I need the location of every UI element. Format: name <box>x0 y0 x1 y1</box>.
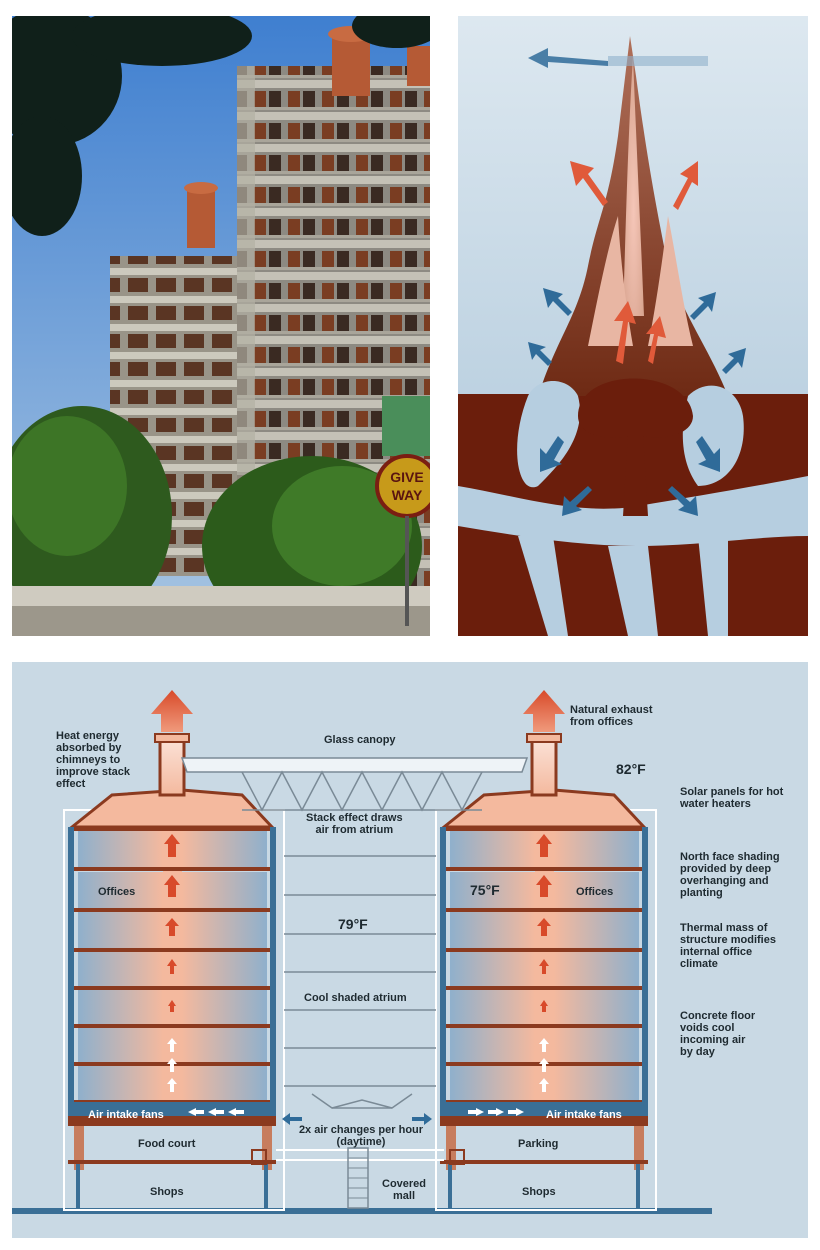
foliage-top <box>12 16 430 236</box>
warm-air-arrows <box>570 161 698 364</box>
temp-atrium: 79°F <box>338 916 368 932</box>
label-concrete-floor: Concrete floor voids cool incoming air b… <box>680 1010 756 1058</box>
right-tower <box>435 690 657 1211</box>
glass-canopy <box>180 757 529 773</box>
fungus-garden <box>578 378 693 516</box>
label-air-intake-left: Air intake fans <box>88 1109 164 1121</box>
sign-line1: GIVE <box>390 469 423 485</box>
label-heat-energy: Heat energy absorbed by chimneys to impr… <box>56 730 130 790</box>
ground-line <box>12 1208 712 1214</box>
cool-air-arrows <box>528 48 746 516</box>
building-section-diagram: Heat energy absorbed by chimneys to impr… <box>12 662 808 1238</box>
left-tower <box>63 690 285 1211</box>
label-air-changes: 2x air changes per hour (daytime) <box>298 1124 424 1148</box>
give-way-sign: GIVE WAY <box>375 454 430 518</box>
escalator <box>347 1147 369 1209</box>
label-shops-left: Shops <box>150 1186 184 1198</box>
label-solar-panels: Solar panels for hot water heaters <box>680 786 784 810</box>
label-cool-atrium: Cool shaded atrium <box>304 992 407 1004</box>
right-office-floors <box>450 830 639 1102</box>
label-shops-right: Shops <box>522 1186 556 1198</box>
label-parking: Parking <box>518 1138 559 1150</box>
label-north-face: North face shading provided by deep over… <box>680 851 780 899</box>
building-photo: GIVE WAY <box>12 16 430 636</box>
label-offices-right: Offices <box>576 886 614 898</box>
label-stack-effect: Stack effect draws air from atrium <box>306 812 403 836</box>
rear-chimney <box>187 188 215 248</box>
building-photo-illustration: GIVE WAY <box>12 16 430 636</box>
label-food-court: Food court <box>138 1138 196 1150</box>
label-air-intake-right: Air intake fans <box>546 1109 622 1121</box>
sign-line2: WAY <box>392 487 423 503</box>
temp-offices: 75°F <box>470 882 500 898</box>
section-drawing <box>12 662 808 1238</box>
label-glass-canopy: Glass canopy <box>324 734 396 746</box>
temp-top: 82°F <box>616 761 646 777</box>
left-office-floors <box>78 830 267 1102</box>
label-thermal-mass: Thermal mass of structure modifies inter… <box>680 922 776 970</box>
label-natural-exhaust: Natural exhaust from offices <box>570 704 653 728</box>
label-covered-mall: Covered mall <box>382 1178 427 1202</box>
label-offices-left: Offices <box>98 886 136 898</box>
front-chimney <box>332 36 370 96</box>
termite-mound-diagram <box>458 16 808 636</box>
termite-mound-illustration <box>458 16 808 636</box>
atrium <box>180 757 529 1209</box>
